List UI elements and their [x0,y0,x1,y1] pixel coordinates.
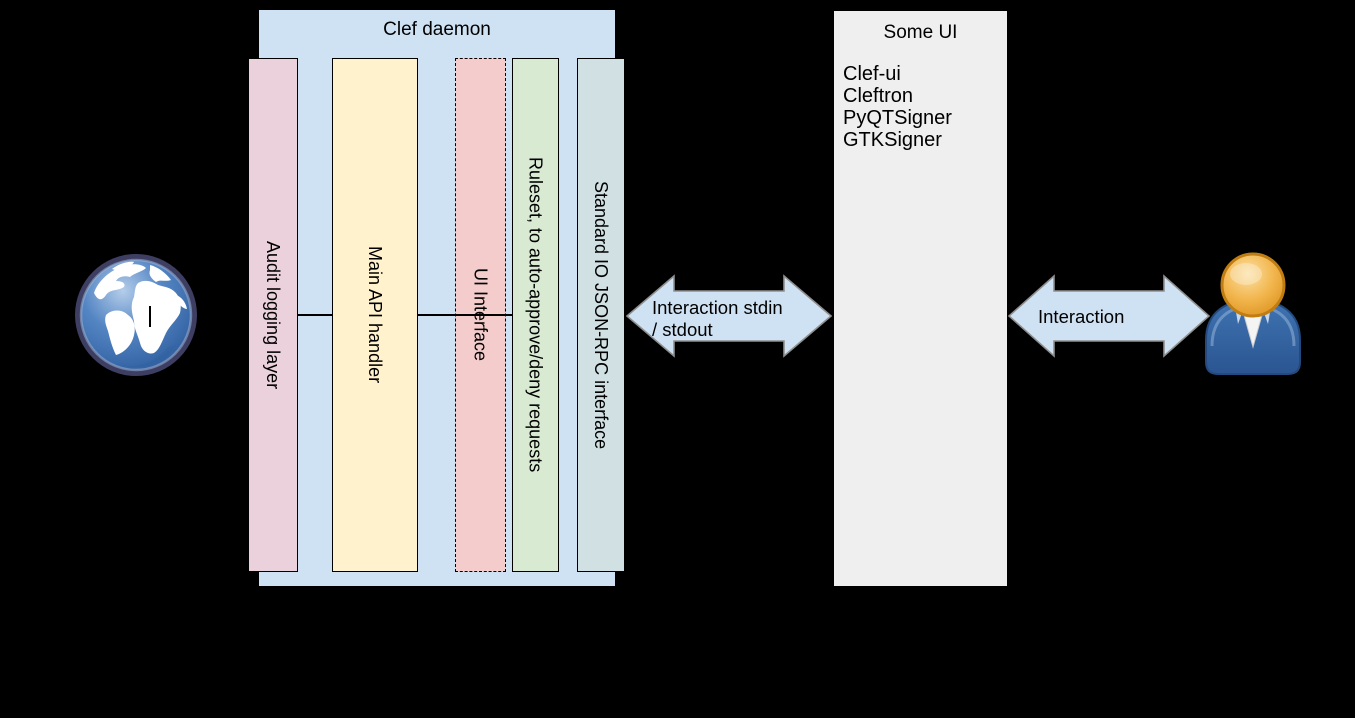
clef-daemon-title: Clef daemon [383,19,491,40]
some-ui-item-cleftron: Cleftron [843,85,914,107]
bar-main-api-label: Main API handler [365,246,385,384]
some-ui-list: Clef-ui Cleftron PyQTSigner GTKSigner [843,63,1003,151]
bar-ruleset: Ruleset, to auto-approve/deny requests [512,58,559,572]
interaction-arrow [1008,274,1210,358]
bar-standard-io-json-rpc: Standard IO JSON-RPC interface [577,58,625,572]
interaction-arrow-label: Interaction [1038,306,1125,327]
bar-audit-logging-layer: Audit logging layer [248,58,298,572]
some-ui-item-pyqtsigner: PyQTSigner [843,107,952,129]
globe-connector-tick [149,306,151,327]
stdin-stdout-arrow-label-line2: / stdout [652,319,713,340]
bar-main-api-handler: Main API handler [332,58,418,572]
stdin-stdout-arrow-label: Interaction stdin / stdout [652,297,783,341]
user-icon [1205,252,1301,375]
globe-icon [75,254,197,376]
stdin-stdout-arrow [626,274,832,358]
clef-daemon-box [258,9,616,587]
stdin-stdout-arrow-label-line1: Interaction stdin [652,297,783,318]
bar-stdio-label: Standard IO JSON-RPC interface [591,180,611,450]
connector-line-audit-main [298,314,332,316]
some-ui-box [833,10,1008,587]
bar-audit-label: Audit logging layer [263,240,283,390]
bar-ruleset-label: Ruleset, to auto-approve/deny requests [525,157,546,473]
some-ui-title: Some UI [883,22,958,43]
some-ui-item-gtksigner: GTKSigner [843,129,942,151]
connector-line-main-ruleset [418,314,512,316]
some-ui-item-clef-ui: Clef-ui [843,63,901,85]
